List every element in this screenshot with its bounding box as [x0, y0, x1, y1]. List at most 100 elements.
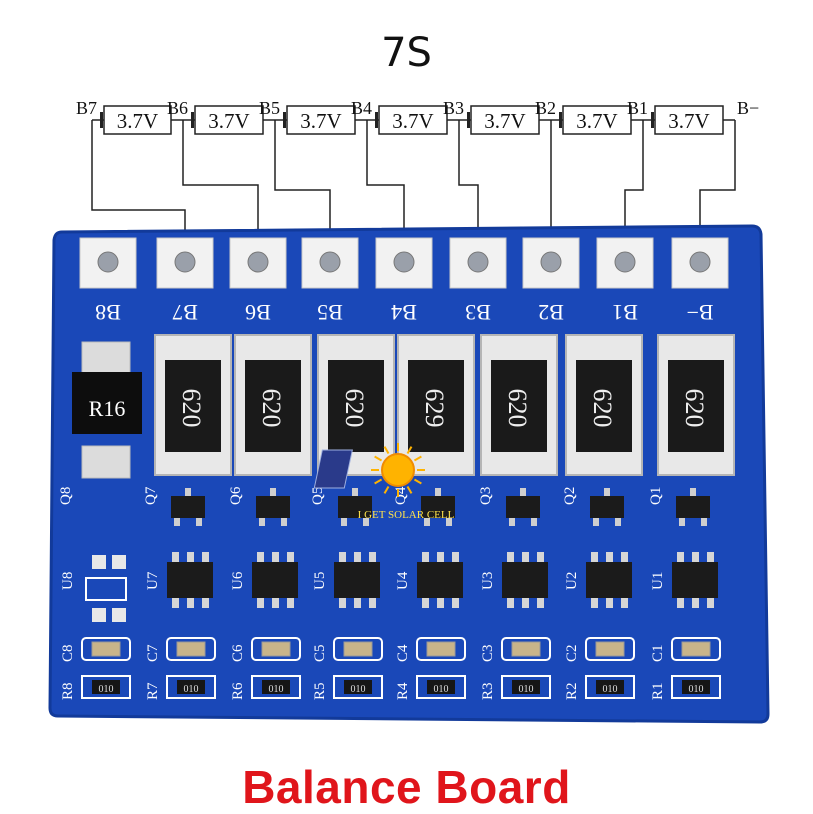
cell-box: [103, 105, 172, 135]
ic-pin: [522, 552, 529, 562]
pad-hole: [247, 251, 269, 273]
pad-label: B−: [686, 300, 713, 325]
resistor-code: 620: [588, 389, 617, 428]
ic-pin: [707, 552, 714, 562]
resistor-code: 620: [340, 389, 369, 428]
r-label: R6: [230, 682, 246, 700]
resistor-body: [576, 360, 632, 452]
sun-ray-icon: [413, 455, 422, 462]
pad-hole: [393, 251, 415, 273]
u-label: U6: [230, 571, 246, 590]
mosfet-pin: [259, 518, 265, 526]
ic-pin: [522, 598, 529, 608]
cell-voltage-label: 3.7V: [117, 109, 158, 133]
pad-label: B3: [465, 300, 491, 325]
cell-voltage-label: 3.7V: [576, 109, 617, 133]
capacitor-outline: [333, 637, 383, 661]
schematic-node-label: B2: [535, 98, 556, 118]
small-resistor-code: 010: [519, 684, 534, 695]
q-label: Q4: [393, 486, 409, 505]
sun-logo-icon: [381, 453, 415, 487]
ic-pin: [172, 552, 179, 562]
cell-box: [286, 105, 356, 135]
u-label: U8: [60, 572, 76, 590]
cell-terminal: [651, 112, 654, 128]
mosfet-body: [676, 496, 710, 518]
tap-wire: [274, 120, 331, 260]
sun-ray-icon: [383, 446, 390, 455]
ic-pin: [339, 552, 346, 562]
mosfet-pin: [520, 488, 526, 496]
sun-ray-icon: [374, 478, 383, 485]
schematic-node-label: B5: [259, 98, 280, 118]
r-label: R8: [60, 682, 76, 700]
capacitor-outline: [81, 637, 131, 661]
mosfet-body: [256, 496, 290, 518]
small-resistor-outline: [81, 675, 131, 699]
c-label: C1: [650, 644, 666, 662]
r-label: R7: [145, 682, 161, 700]
small-resistor-code: 010: [99, 684, 114, 695]
small-resistor-body: [596, 680, 624, 694]
cell-box: [470, 105, 540, 135]
mosfet-pin: [281, 518, 287, 526]
ic-body: [167, 562, 213, 598]
cell-voltage-label: 3.7V: [208, 109, 249, 133]
ic-pin: [677, 552, 684, 562]
c-label: C4: [395, 644, 411, 662]
ic-pin: [452, 552, 459, 562]
schematic-node-label: B7: [76, 98, 97, 118]
ic-pin: [707, 598, 714, 608]
small-resistor-outline: [671, 675, 721, 699]
r-label: R1: [650, 682, 666, 700]
u-label: U2: [564, 572, 580, 590]
ic-pin: [422, 598, 429, 608]
terminal-pad: [449, 237, 507, 289]
smd-pad: [92, 555, 106, 569]
cell-terminal: [191, 112, 194, 128]
smd-pad: [92, 608, 106, 622]
pad-label: B2: [538, 300, 564, 325]
mosfet-pin: [174, 518, 180, 526]
ic-pin: [272, 598, 279, 608]
r16-resistor: [72, 372, 142, 434]
c-label: C7: [145, 644, 161, 662]
small-resistor-body: [92, 680, 120, 694]
mosfet-pin: [509, 518, 515, 526]
r16-label: R16: [89, 396, 126, 421]
resistor-body: [491, 360, 547, 452]
mosfet-pin: [185, 488, 191, 496]
smd-pad: [112, 555, 126, 569]
sun-ray-icon: [413, 478, 422, 485]
resistor-body: [328, 360, 384, 452]
ic-pin: [606, 598, 613, 608]
ic-pin: [422, 552, 429, 562]
c-label: C8: [60, 644, 76, 662]
r-label: R2: [564, 682, 580, 700]
schematic-node-label: B3: [443, 98, 464, 118]
cell-box: [654, 105, 724, 135]
smd-pad: [112, 608, 126, 622]
small-resistor-code: 010: [269, 684, 284, 695]
ic-pin: [172, 598, 179, 608]
mosfet-body: [506, 496, 540, 518]
ic-body: [252, 562, 298, 598]
small-resistor-code: 010: [434, 684, 449, 695]
resistor-code: 620: [257, 389, 286, 428]
pad-label: B5: [317, 300, 343, 325]
resistor-body: [668, 360, 724, 452]
cell-box: [378, 105, 448, 135]
small-resistor-code: 010: [351, 684, 366, 695]
pad-hole: [319, 251, 341, 273]
mosfet-pin: [424, 518, 430, 526]
capacitor-body: [176, 641, 206, 657]
mosfet-body: [171, 496, 205, 518]
tap-wire: [458, 120, 479, 260]
mosfet-pin: [593, 518, 599, 526]
ic-pin: [621, 552, 628, 562]
ic-pin: [354, 598, 361, 608]
resistor-code: 629: [420, 389, 449, 428]
capacitor-body: [261, 641, 291, 657]
